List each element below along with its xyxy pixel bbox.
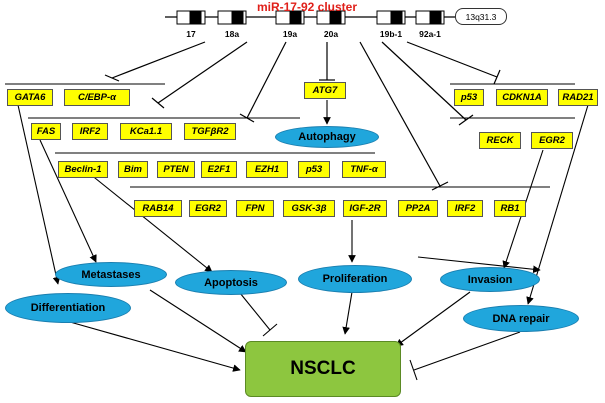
target-box-egr2-a: EGR2	[531, 132, 573, 149]
target-box-p53-a: p53	[454, 89, 484, 106]
mirna-label-20a: 20a	[323, 29, 339, 39]
target-box-bim: Bim	[118, 161, 148, 178]
target-box-e2f1: E2F1	[201, 161, 237, 178]
locus-label: 13q31.3	[455, 8, 507, 25]
target-box-pp2a: PP2A	[398, 200, 438, 217]
inhibition-lines	[104, 41, 501, 191]
target-box-gsk3b: GSK-3β	[283, 200, 335, 217]
mirna-label-19a: 19a	[282, 29, 298, 39]
outcome-nsclc: NSCLC	[245, 341, 401, 397]
mirna-label-19b-1: 19b-1	[379, 29, 403, 39]
target-box-reck: RECK	[479, 132, 521, 149]
target-box-rab14: RAB14	[134, 200, 182, 217]
target-box-tgfbr2: TGFβR2	[184, 123, 236, 140]
target-box-egr2-b: EGR2	[189, 200, 227, 217]
gene-block-19a	[289, 10, 302, 25]
target-box-fas: FAS	[31, 123, 61, 140]
bracket-lines	[5, 83, 575, 188]
target-box-irf2-a: IRF2	[72, 123, 108, 140]
gene-block-20a	[329, 10, 342, 25]
target-box-irf2-b: IRF2	[447, 200, 483, 217]
target-box-cdkn1a: CDKN1A	[496, 89, 548, 106]
gene-block-19b-1	[390, 10, 403, 25]
target-box-tnf-alpha: TNF-α	[342, 161, 386, 178]
gene-block-92a-1	[429, 10, 442, 25]
target-box-rad21: RAD21	[558, 89, 598, 106]
process-oval-apoptosis: Apoptosis	[175, 270, 287, 295]
target-box-beclin1: Beclin-1	[58, 161, 108, 178]
mirna-label-92a-1: 92a-1	[419, 29, 441, 39]
gene-boxes	[176, 10, 445, 25]
target-box-rb1: RB1	[494, 200, 526, 217]
target-box-fpn: FPN	[236, 200, 274, 217]
process-oval-dna-repair: DNA repair	[463, 305, 579, 332]
process-oval-metastases: Metastases	[55, 262, 167, 287]
mirna-label-18a: 18a	[224, 29, 240, 39]
mirna-label-17: 17	[186, 29, 196, 39]
gene-block-18a	[231, 10, 244, 25]
target-box-pten: PTEN	[157, 161, 195, 178]
target-box-ezh1: EZH1	[246, 161, 288, 178]
process-oval-invasion: Invasion	[440, 267, 540, 292]
process-oval-proliferation: Proliferation	[298, 265, 412, 293]
outcome-arrows	[69, 289, 521, 381]
cluster-title: miR-17-92 cluster	[256, 0, 358, 14]
target-box-kca11: KCa1.1	[120, 123, 172, 140]
target-box-gata6: GATA6	[7, 89, 53, 106]
target-box-igf2r: IGF-2R	[343, 200, 387, 217]
target-box-atg7: ATG7	[304, 82, 346, 99]
gene-block-17	[189, 10, 202, 25]
target-box-cebp-alpha: C/EBP-α	[64, 89, 130, 106]
process-oval-differentiation: Differentiation	[5, 293, 131, 323]
target-box-p53-b: p53	[298, 161, 330, 178]
process-oval-autophagy: Autophagy	[275, 126, 379, 148]
